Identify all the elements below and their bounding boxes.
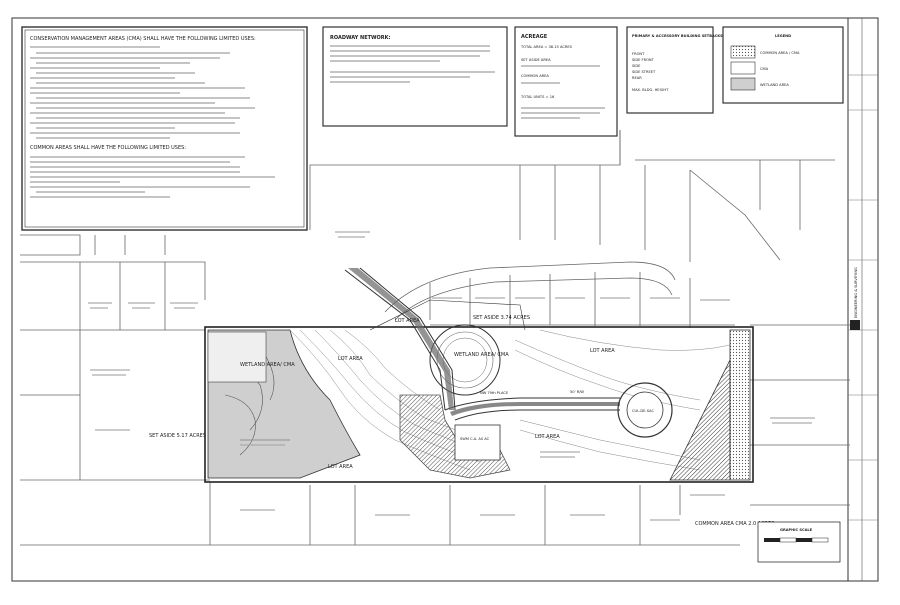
- parcel-labels: [88, 231, 815, 521]
- wetland-center-label: WETLAND AREA/ CMA: [454, 352, 509, 358]
- acreage-table: ACREAGE TOTAL AREA = 38.15 ACRES SET ASI…: [514, 26, 618, 137]
- lot-area-label-1: LOT AREA: [395, 318, 420, 324]
- common-area-right: [669, 329, 751, 481]
- set-aside-left-label: SET ASIDE 5.17 ACRES: [149, 433, 206, 439]
- common-area-intro: COMMON AREAS SHALL HAVE THE FOLLOWING LI…: [30, 145, 186, 151]
- acreage-total: TOTAL AREA = 38.15 ACRES: [520, 45, 573, 49]
- legend-swatch-cma: [730, 61, 756, 75]
- title-block: ENGINEERING & SURVEYING: [847, 18, 878, 581]
- firm-name: ENGINEERING & SURVEYING: [854, 267, 858, 318]
- lot-area-label-4: LOT AREA: [535, 434, 560, 440]
- roadway-title: ROADWAY NETWORK:: [330, 35, 391, 41]
- wetland-pocket: [207, 331, 267, 383]
- swm-label: SWM C.A. AS AC: [460, 437, 490, 441]
- setbacks-title: PRIMARY & ACCESSORY BUILDING SETBACKS: [632, 34, 723, 38]
- conservation-notes-box: CONSERVATION MANAGEMENT AREAS (CMA) SHAL…: [21, 26, 308, 231]
- setback-front: FRONT: [632, 52, 645, 56]
- set-aside-top-label: SET ASIDE 3.74 ACRES: [473, 315, 530, 321]
- cul-de-sac: [617, 382, 673, 438]
- common-area-label: COMMON AREA CMA 2.0 ACRES: [695, 521, 774, 527]
- setback-rear: REAR: [632, 76, 642, 80]
- row-label: 50' R/W: [570, 390, 584, 394]
- acreage-units: TOTAL UNITS = 16: [520, 95, 555, 99]
- cul-de-sac-label: CUL-DE-SAC: [632, 409, 654, 413]
- setback-side-street: SIDE STREET: [632, 70, 656, 74]
- scale-label: GRAPHIC SCALE: [780, 528, 813, 532]
- roadway-network-box: ROADWAY NETWORK:: [322, 26, 508, 127]
- parcel-lines: [20, 130, 850, 546]
- setback-side: SIDE: [632, 64, 641, 68]
- proposed-road: [344, 267, 620, 421]
- site-boundary: [204, 326, 754, 483]
- swm-area: [399, 394, 511, 479]
- lot-area-label-2: LOT AREA: [338, 356, 363, 362]
- graphic-scale: GRAPHIC SCALE: [757, 521, 841, 563]
- setback-height: MAX. BLDG. HEIGHT: [632, 88, 669, 92]
- legend-item-wetland: WETLAND AREA: [760, 83, 789, 87]
- legend-swatch-common: [730, 45, 756, 59]
- road-shading: [348, 268, 620, 416]
- legend-item-common: COMMON AREA / CMA: [760, 51, 800, 55]
- lot-area-label-5: LOT AREA: [590, 348, 615, 354]
- legend-item-cma: CMA: [760, 67, 769, 71]
- legend-title: LEGEND: [775, 34, 791, 38]
- sheet-border: [11, 17, 879, 582]
- wetland-left-label: WETLAND AREA/ CMA: [240, 362, 295, 368]
- common-area-lines: [30, 156, 275, 198]
- conservation-lines: [30, 46, 255, 139]
- acreage-set-aside: SET ASIDE AREA: [521, 58, 551, 62]
- legend-box: LEGEND COMMON AREA / CMA CMA WETLAND ARE…: [722, 26, 844, 104]
- setbacks-table: PRIMARY & ACCESSORY BUILDING SETBACKS FR…: [626, 26, 723, 114]
- street-label: NW 79th PLACE: [480, 391, 509, 395]
- setback-side-front: SIDE FRONT: [632, 58, 655, 62]
- acreage-common: COMMON AREA: [521, 74, 549, 78]
- lot-area-label-3: LOT AREA: [328, 464, 353, 470]
- conservation-intro: CONSERVATION MANAGEMENT AREAS (CMA) SHAL…: [30, 36, 256, 42]
- acreage-title: ACREAGE: [521, 34, 548, 40]
- legend-swatch-wetland: [730, 77, 756, 91]
- set-aside-top-outline: [369, 299, 526, 331]
